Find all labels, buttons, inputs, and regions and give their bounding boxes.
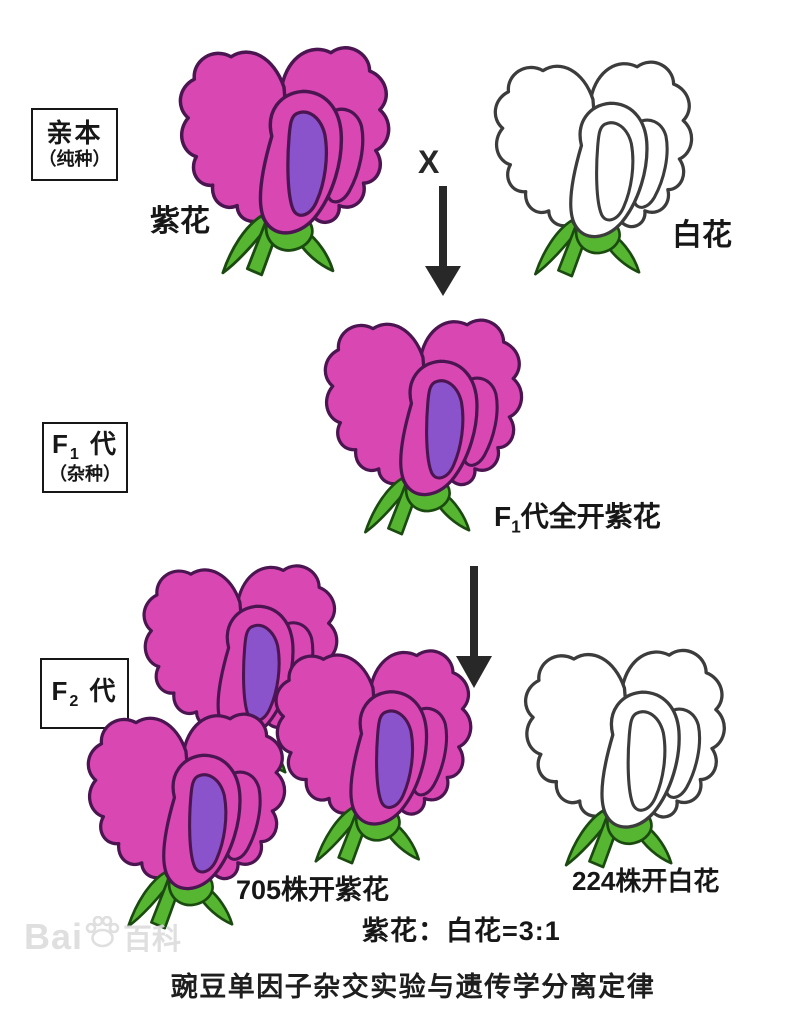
down-arrow-icon bbox=[456, 566, 492, 688]
f2-purple-flower-3 bbox=[276, 650, 471, 864]
f1-generation-box: F1 代 （杂种） bbox=[42, 422, 128, 493]
cross-symbol: X bbox=[418, 144, 440, 180]
parent-white-flower bbox=[495, 62, 692, 277]
parent-box-title: 亲本 bbox=[46, 117, 103, 148]
parent-box-subtitle: （纯种） bbox=[38, 148, 111, 169]
ratio-label: 紫花：白花=3:1 bbox=[362, 916, 561, 946]
f2-purple-count-label: 705株开紫花 bbox=[236, 875, 390, 905]
paw-icon bbox=[85, 916, 120, 948]
watermark-text-left: Bai bbox=[24, 916, 84, 957]
baidu-baike-watermark: Bai 百科 bbox=[24, 916, 181, 958]
watermark-text-right: 百科 bbox=[123, 924, 182, 956]
f1-box-title: F1 代 bbox=[51, 428, 119, 464]
f2-white-count-label: 224株开白花 bbox=[572, 866, 720, 896]
parent-generation-box: 亲本 （纯种） bbox=[31, 108, 118, 181]
f2-white-flower bbox=[525, 650, 725, 868]
diagram-title: 豌豆单因子杂交实验与遗传学分离定律 bbox=[170, 972, 656, 1003]
white-flower-label: 白花 bbox=[672, 219, 732, 252]
f2-generation-box: F2 代 bbox=[40, 658, 129, 729]
purple-flower-label: 紫花 bbox=[150, 205, 210, 238]
f2-box-title: F2 代 bbox=[51, 675, 118, 710]
f1-box-subtitle: （杂种） bbox=[49, 463, 121, 484]
f1-caption: F1代全开紫花 bbox=[494, 501, 661, 537]
down-arrow-icon bbox=[425, 186, 461, 296]
